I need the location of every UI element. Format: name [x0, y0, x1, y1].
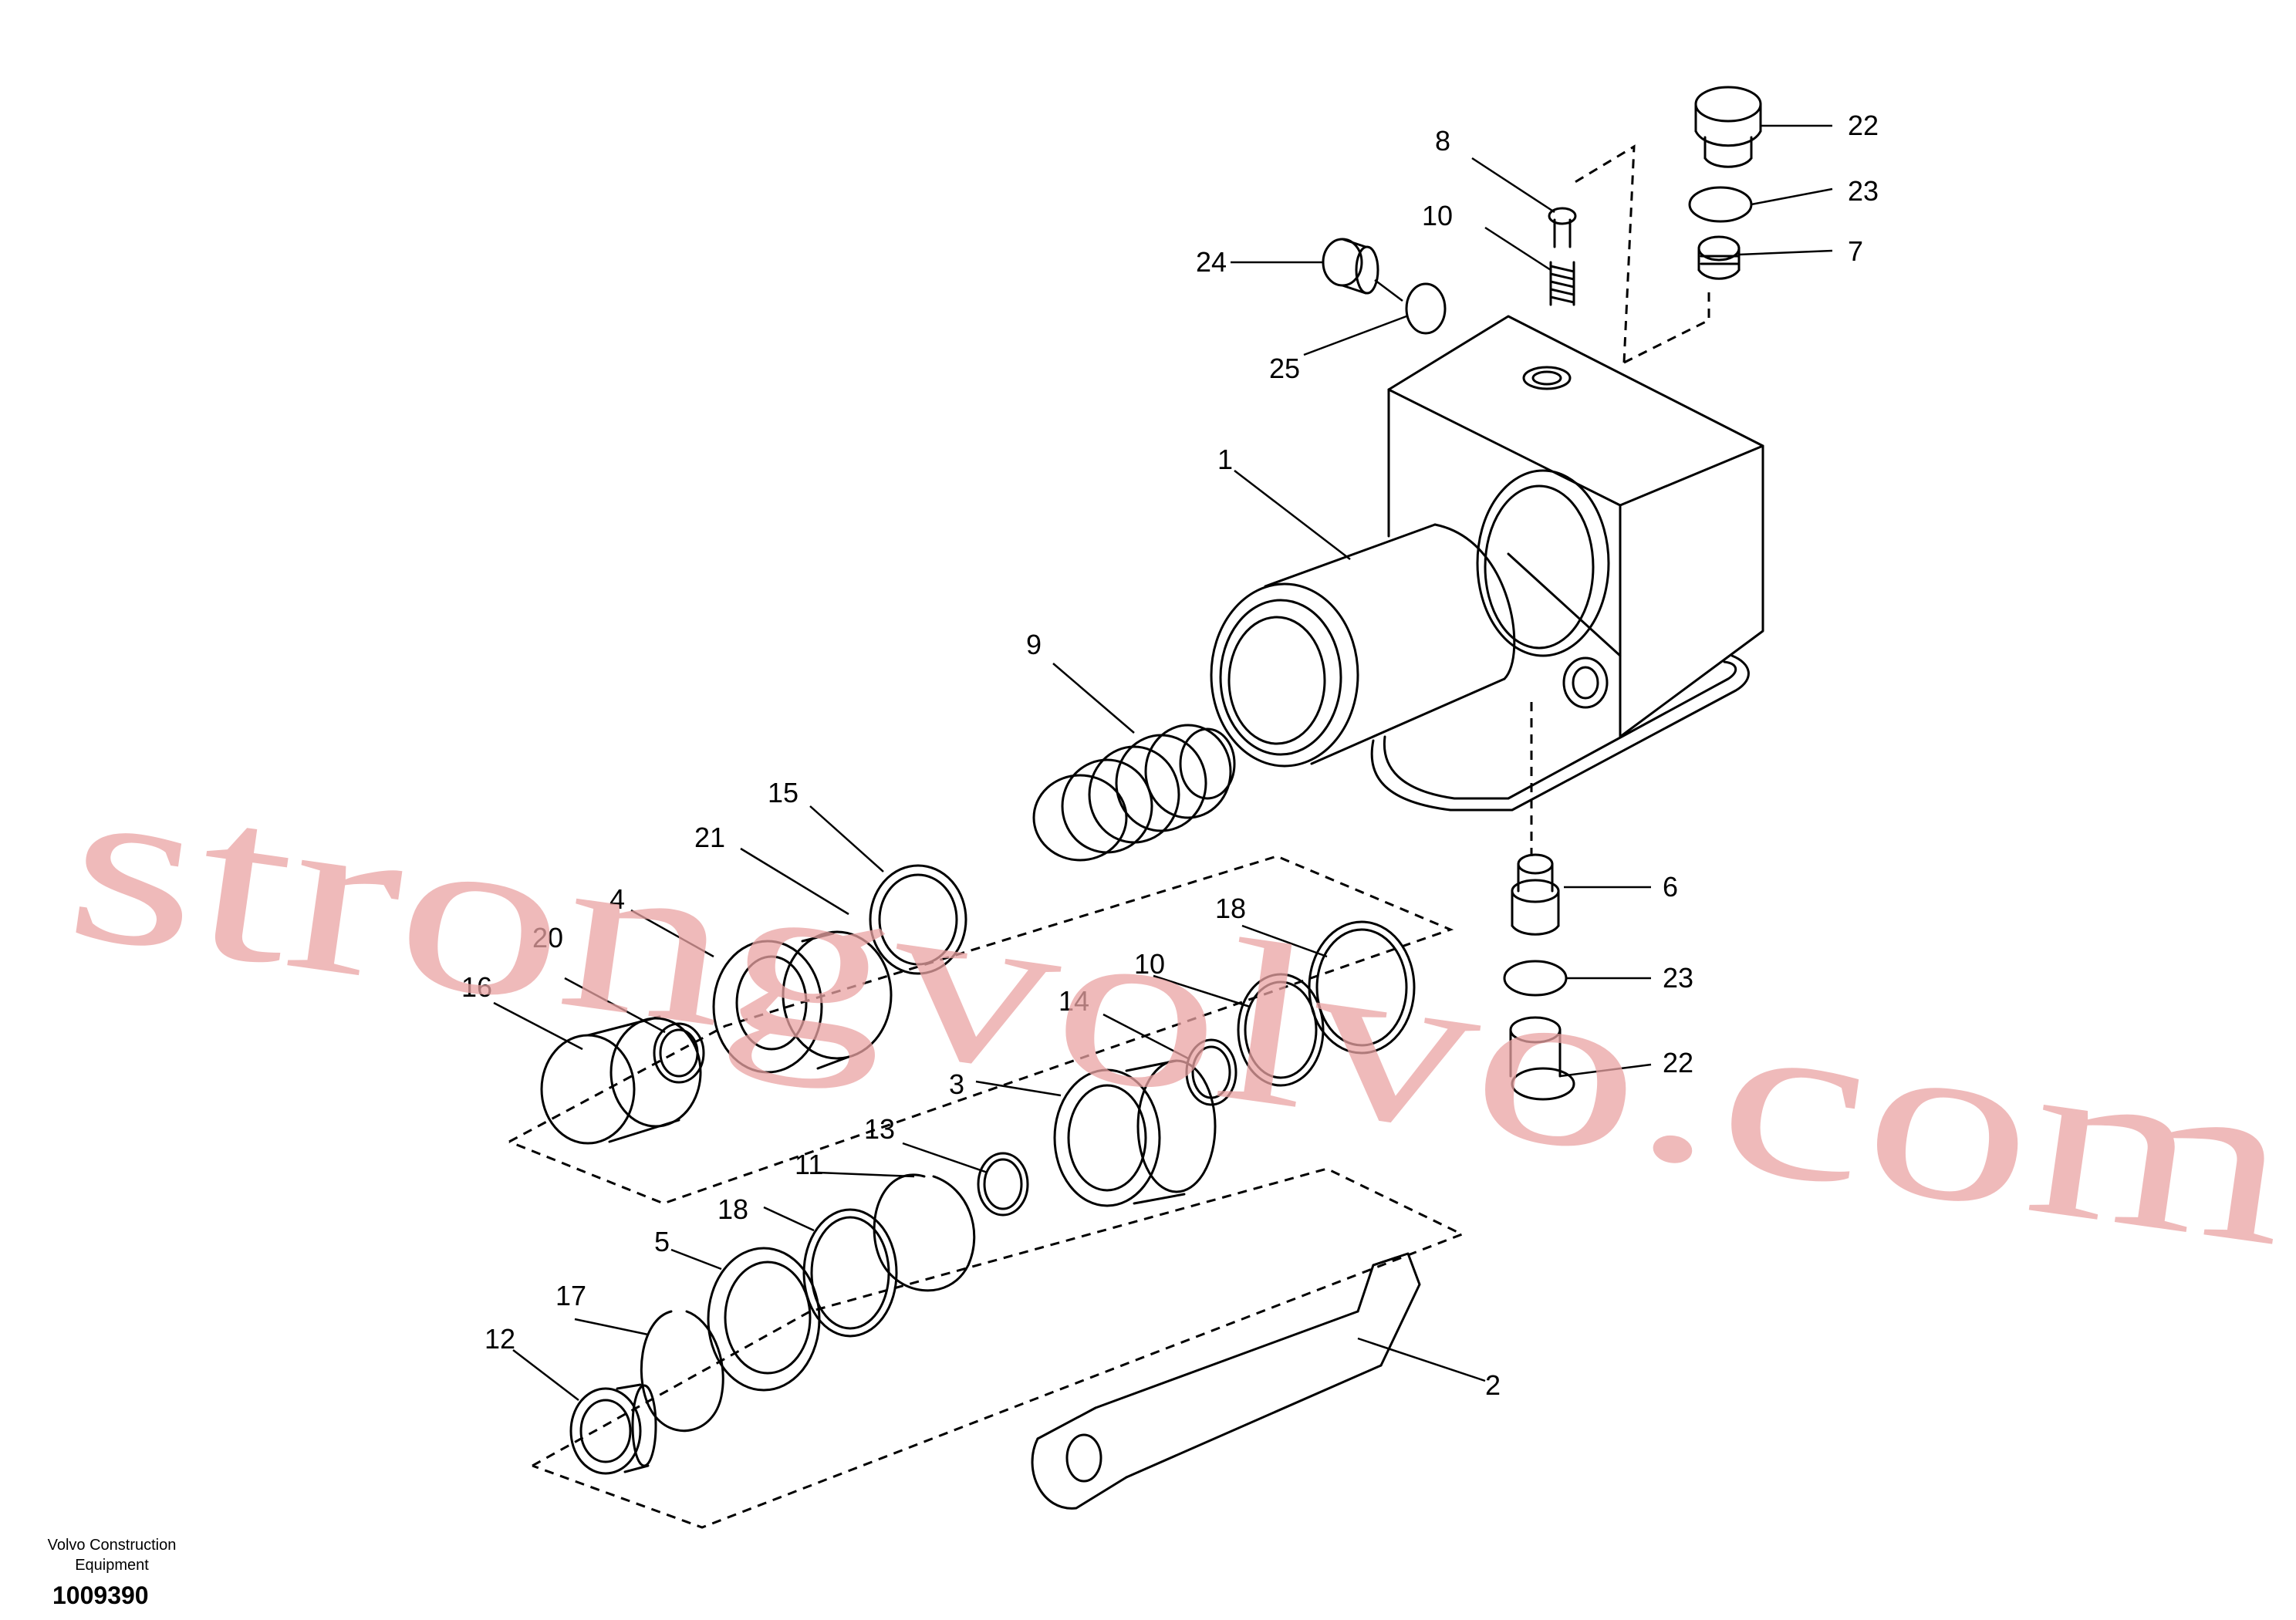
callout-labels: 22 23 7 8 10 24 25 1 9 15 21 4 20 16 18 … — [461, 110, 1879, 1401]
ring-15 — [869, 864, 967, 975]
set-screw-7 — [1697, 235, 1741, 280]
valve-housing — [1210, 315, 1764, 812]
callout-21: 21 — [694, 822, 725, 853]
callout-9: 9 — [1026, 629, 1042, 660]
footer-drawing-number: 1009390 — [52, 1581, 149, 1609]
callout-5: 5 — [654, 1226, 670, 1257]
fitting-6 — [1511, 853, 1560, 936]
ring-13 — [977, 1152, 1029, 1217]
footer-company-name: Volvo Construction Equipment — [47, 1537, 177, 1574]
o-ring-18-left — [802, 1208, 898, 1338]
cap-plug-22-bottom — [1509, 1016, 1575, 1101]
callout-8: 8 — [1435, 125, 1450, 157]
callout-22-top: 22 — [1848, 110, 1879, 141]
callout-6: 6 — [1663, 871, 1678, 903]
piston-4 — [712, 930, 893, 1074]
callout-4: 4 — [609, 883, 625, 915]
callout-18-right: 18 — [1215, 893, 1246, 924]
o-ring-10-right — [1237, 973, 1325, 1087]
cap-plug-22-top — [1694, 86, 1762, 168]
callout-12: 12 — [485, 1323, 515, 1355]
o-ring-25 — [1405, 282, 1447, 335]
assembly-dashed-lines — [508, 144, 1710, 1529]
rod-2 — [1031, 1252, 1421, 1510]
spring-9 — [1032, 724, 1236, 862]
callout-10-top: 10 — [1422, 200, 1453, 231]
callout-13: 13 — [864, 1113, 895, 1145]
callout-2: 2 — [1485, 1369, 1501, 1401]
callout-15: 15 — [768, 777, 799, 808]
callout-16: 16 — [461, 971, 492, 1003]
callout-23-bottom: 23 — [1663, 962, 1693, 994]
screw-8 — [1548, 207, 1577, 248]
washer-5 — [707, 1247, 821, 1392]
callout-23-top: 23 — [1848, 175, 1879, 207]
callout-3: 3 — [949, 1068, 964, 1100]
o-ring-23-top — [1688, 186, 1753, 223]
guide-16 — [540, 1015, 702, 1145]
callout-1: 1 — [1217, 444, 1233, 475]
callout-11: 11 — [795, 1149, 823, 1180]
callout-7: 7 — [1848, 235, 1863, 267]
plug-24 — [1322, 238, 1379, 295]
callout-22-bottom: 22 — [1663, 1047, 1693, 1078]
callout-17: 17 — [555, 1280, 586, 1311]
snap-ring-11 — [873, 1173, 976, 1292]
piston-3 — [1053, 1059, 1217, 1207]
callout-14: 14 — [1059, 985, 1089, 1017]
callout-20: 20 — [532, 922, 563, 953]
spring-10-top — [1549, 261, 1575, 306]
callout-10-right: 10 — [1134, 948, 1165, 980]
callout-24: 24 — [1196, 246, 1227, 278]
callout-25: 25 — [1269, 353, 1300, 384]
snap-ring-17 — [640, 1310, 724, 1433]
nut-12 — [569, 1383, 657, 1475]
callout-18-left: 18 — [718, 1193, 748, 1225]
leader-lines — [493, 124, 1833, 1401]
